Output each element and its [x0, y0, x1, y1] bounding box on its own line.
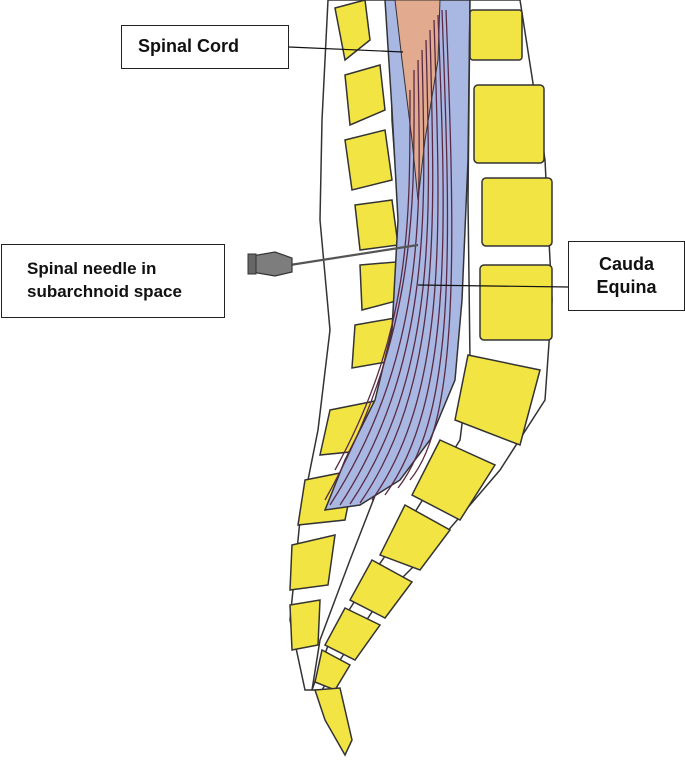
- spinal-needle: [247, 243, 419, 277]
- cauda-equina-label-line2: Equina: [596, 277, 657, 297]
- vertebral-bodies: [314, 9, 553, 691]
- spinal-needle-label-line2: subarchnoid space: [27, 282, 182, 301]
- spinal-needle-label: Spinal needle in subarchnoid space: [1, 244, 225, 318]
- cauda-equina-label: Cauda Equina: [568, 241, 685, 311]
- cauda-equina-roots: [324, 9, 453, 506]
- dural-sac: [323, 0, 471, 511]
- leader-lines: [288, 46, 569, 288]
- spinal-cord-label-text: Spinal Cord: [138, 36, 240, 56]
- spinal-cord: [394, 0, 441, 201]
- coccyx: [313, 687, 353, 757]
- spinal-cord-label: Spinal Cord: [121, 25, 289, 69]
- spinal-needle-label-line1: Spinal needle in: [27, 259, 157, 278]
- spinous-processes: [289, 0, 401, 651]
- cauda-equina-label-line1: Cauda: [598, 254, 654, 274]
